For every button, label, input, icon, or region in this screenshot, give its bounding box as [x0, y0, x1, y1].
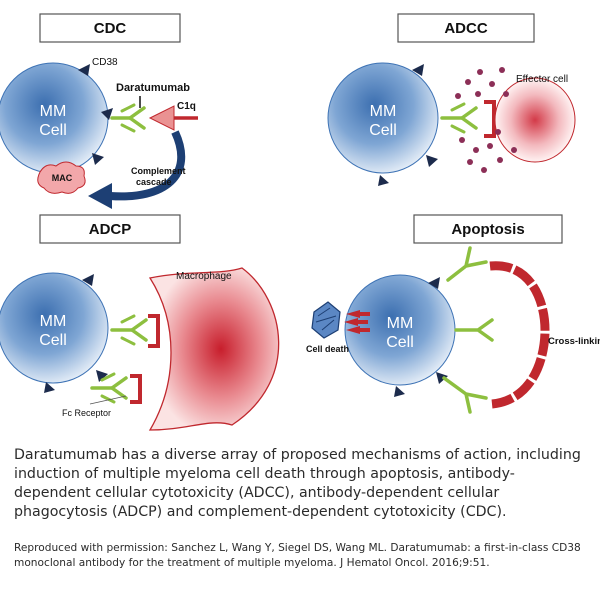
antibody-icon [110, 314, 148, 346]
macrophage-cell [148, 267, 280, 431]
cd38-receptor [412, 64, 424, 76]
adcc-title-box [397, 13, 535, 43]
antibody-icon [446, 246, 488, 282]
effector-cell [494, 77, 576, 163]
fc-receptor [484, 100, 496, 138]
antibody-icon [440, 102, 478, 134]
cd38-receptor [96, 370, 108, 382]
cd38-receptor [378, 175, 389, 186]
cd38-receptor [436, 372, 448, 384]
cd38-receptor [78, 64, 90, 76]
antibody-icon [110, 103, 146, 133]
adcc-mm-cell: MM Cell [327, 62, 439, 174]
crosslinking-chain [489, 261, 550, 409]
adcp-mm-cell: MM Cell [0, 272, 109, 384]
cd38-receptor [82, 274, 94, 286]
cdc-mm-cell: MM Cell [0, 62, 109, 174]
fc-receptor-label: Fc Receptor [62, 408, 111, 418]
c1q-icon [148, 105, 175, 131]
fc-receptor-pointer [89, 395, 127, 405]
fc-receptor [130, 374, 142, 404]
adcp-panel: ADCP MM Cell Macrophage Fc Receptor [0, 214, 280, 431]
apoptosis-mm-cell-label-line1: MM [387, 315, 414, 332]
apoptosis-panel: Apoptosis MM Cell Cross-linking Cell [306, 214, 600, 414]
cd38-receptor [428, 277, 440, 289]
antibody-icon [442, 376, 488, 414]
cell-death-label: Cell death [306, 344, 349, 354]
cytotoxic-granules [455, 67, 517, 173]
daratumumab-label: Daratumumab [116, 82, 190, 94]
adcp-mm-cell-label-line2: Cell [39, 332, 67, 349]
apoptosis-mm-cell: MM Cell [344, 274, 456, 386]
cdc-title: CDC [94, 20, 127, 37]
figure-credit: Reproduced with permission: Sanchez L, W… [14, 542, 581, 569]
effector-cell-label: Effector cell [516, 74, 568, 85]
adcc-mm-cell-label-line1: MM [370, 103, 397, 120]
adcp-title: ADCP [89, 221, 132, 238]
adcp-title-box [39, 214, 181, 244]
adcp-mm-cell-label-line1: MM [40, 313, 67, 330]
adcc-mm-cell-label-line2: Cell [369, 122, 397, 139]
death-arrows [344, 310, 370, 334]
complement-cascade-arrow [109, 130, 186, 201]
adcc-title: ADCC [444, 20, 487, 37]
cd38-receptor [44, 382, 55, 393]
mac-complex [37, 161, 86, 194]
cd38-receptor [426, 155, 438, 167]
cdc-title-box [39, 13, 181, 43]
apoptosis-title-box [413, 214, 563, 244]
cdc-panel: CDC MM Cell CD38 Daratumumab C1q MAC Com… [0, 13, 198, 209]
fc-receptor [148, 314, 160, 348]
mac-label: MAC [52, 173, 73, 183]
antibody-icon [454, 318, 494, 342]
macrophage-label: Macrophage [176, 271, 232, 282]
cd38-receptor [394, 386, 405, 397]
adcc-panel: ADCC MM Cell Effector cell [327, 13, 576, 186]
figure-caption: Daratumumab has a diverse array of propo… [14, 447, 581, 520]
apoptosis-mm-cell-label-line2: Cell [386, 334, 414, 351]
cdc-mm-cell-label-line2: Cell [39, 122, 67, 139]
crosslinking-label: Cross-linking [548, 336, 600, 347]
antibody-icon [90, 372, 128, 404]
cd38-label: CD38 [92, 57, 118, 68]
apoptosis-title: Apoptosis [451, 221, 524, 238]
complement-label-line2: cascade [136, 177, 172, 187]
c1q-label: C1q [177, 101, 196, 112]
mechanism-diagram: CDC MM Cell CD38 Daratumumab C1q MAC Com… [0, 13, 600, 431]
complement-arrowhead [88, 183, 112, 209]
cd38-receptor [92, 153, 104, 165]
complement-label-line1: Complement [131, 166, 186, 176]
cd38-receptor [101, 108, 113, 120]
dying-cell-icon [311, 301, 341, 339]
cdc-mm-cell-label-line1: MM [40, 103, 67, 120]
